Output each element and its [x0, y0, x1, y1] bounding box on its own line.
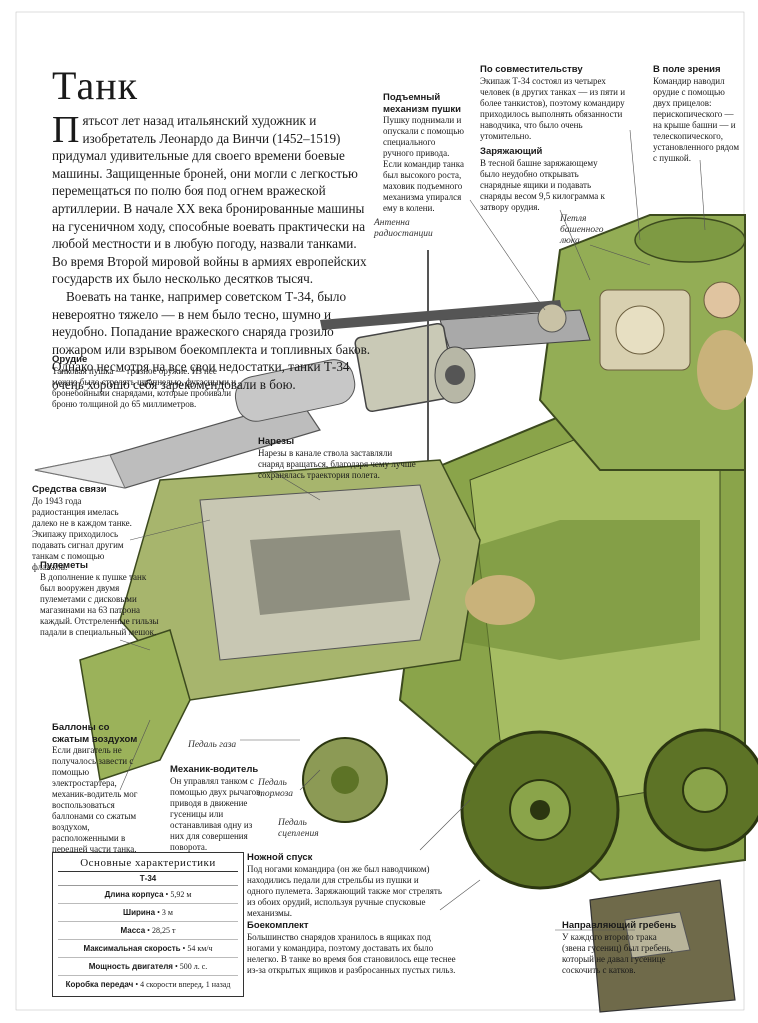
specs-row: Коробка передач • 4 скорости вперед, 1 н… — [65, 979, 231, 989]
note-crew: По совместительству Экипаж Т-34 состоял … — [480, 64, 630, 142]
note-title: Пулеметы — [40, 560, 89, 571]
note-text: Под ногами командира (он же был наводчик… — [247, 863, 442, 918]
note-gun-mount: Подъемный механизм пушки Пушку поднимали… — [383, 92, 465, 214]
note-guide-horn: Направляющий гребень У каждого второго т… — [562, 920, 682, 976]
intro-paragraph-1: ятьсот лет назад итальянский художник и … — [52, 113, 367, 287]
note-title: Ножной спуск — [247, 852, 313, 863]
front-armor — [79, 629, 191, 781]
note-text: Танковая пушка — грозное оружие. Из нее … — [52, 365, 237, 409]
tag-brake-pedal: Педаль тормоза — [258, 778, 294, 799]
gun-barrel — [354, 309, 591, 413]
specs-model: Т-34 — [58, 872, 238, 886]
drop-cap: П — [52, 109, 80, 151]
crew — [465, 281, 753, 625]
tag-hatch-hinge: Петля башенного люка — [560, 214, 604, 246]
note-text: Он управлял танком с помощью двух рычаго… — [170, 775, 263, 852]
note-title: В поле зрения — [653, 64, 721, 75]
road-wheels — [302, 728, 758, 890]
note-machine-guns: Пулеметы В дополнение к пушке танк был в… — [40, 560, 160, 638]
note-title: Подъемный механизм пушки — [383, 92, 462, 115]
note-gun: Орудие Танковая пушка — грозное оружие. … — [52, 354, 242, 410]
machine-gun — [320, 300, 567, 333]
specs-row: Ширина • 3 м — [58, 904, 238, 922]
note-text: В тесной башне заряжающему было неудобно… — [480, 157, 605, 212]
note-text: Большинство снарядов хранилось в ящиках … — [247, 931, 456, 975]
note-text: Если двигатель не получалось завести с п… — [52, 745, 138, 854]
page-title: Танк — [52, 63, 139, 108]
note-loader: Заряжающий В тесной башне заряжающему бы… — [480, 146, 605, 213]
note-vision: В поле зрения Командир наводил орудие с … — [653, 64, 743, 164]
specs-row: Масса • 28,25 т — [58, 922, 238, 940]
note-title: Механик-водитель — [170, 764, 259, 775]
note-title: Нарезы — [258, 436, 295, 447]
tag-antenna: Антенна радиостанции — [374, 218, 433, 239]
note-title: По совместительству — [480, 64, 583, 75]
intro-paragraph-2: Воевать на танке, например советском Т-3… — [52, 288, 371, 392]
specs-row: Максимальная скорость • 54 км/ч — [58, 940, 238, 958]
specs-row: Длина корпуса • 5,92 м — [58, 886, 238, 904]
note-rifling: Нарезы Нарезы в канале ствола заставляли… — [258, 436, 418, 481]
note-text: Экипаж Т-34 состоял из четырех человек (… — [480, 75, 626, 141]
note-title: Средства связи — [32, 484, 107, 495]
note-text: Командир наводил орудие с помощью двух п… — [653, 75, 740, 163]
note-text: До 1943 года радиостанция имелась далеко… — [32, 495, 132, 572]
note-title: Баллоны со сжатым воздухом — [52, 722, 138, 745]
note-title: Заряжающий — [480, 146, 543, 157]
note-title: Направляющий гребень — [562, 920, 677, 931]
note-text: Нарезы в канале ствола заставляли снаряд… — [258, 447, 416, 480]
note-ammo: Боекомплект Большинство снарядов хранило… — [247, 920, 457, 976]
specs-heading: Основные характеристики — [58, 857, 238, 872]
note-foot-trigger: Ножной спуск Под ногами командира (он же… — [247, 852, 447, 919]
note-title: Боекомплект — [247, 920, 309, 931]
note-text: В дополнение к пушке танк был вооружен д… — [40, 571, 159, 637]
specs-table: Основные характеристики Т-34 Длина корпу… — [52, 852, 244, 997]
tag-clutch-pedal: Педаль сцепления — [278, 818, 319, 839]
note-driver: Механик-водитель Он управлял танком с по… — [170, 764, 266, 853]
note-text: У каждого второго трака (звена гусениц) … — [562, 931, 673, 975]
note-text: Пушку поднимали и опускали с помощью спе… — [383, 115, 465, 213]
note-compressed-air: Баллоны со сжатым воздухом Если двигател… — [52, 722, 148, 855]
tag-gas-pedal: Педаль газа — [188, 740, 237, 750]
specs-row: Мощность двигателя • 500 л. с. — [58, 958, 238, 976]
note-comms: Средства связи До 1943 года радиостанция… — [32, 484, 132, 573]
leader-lines — [119, 129, 706, 931]
tank-turret — [538, 214, 746, 471]
track-links — [589, 879, 736, 1013]
shell — [34, 359, 356, 489]
note-title: Орудие — [52, 354, 88, 365]
